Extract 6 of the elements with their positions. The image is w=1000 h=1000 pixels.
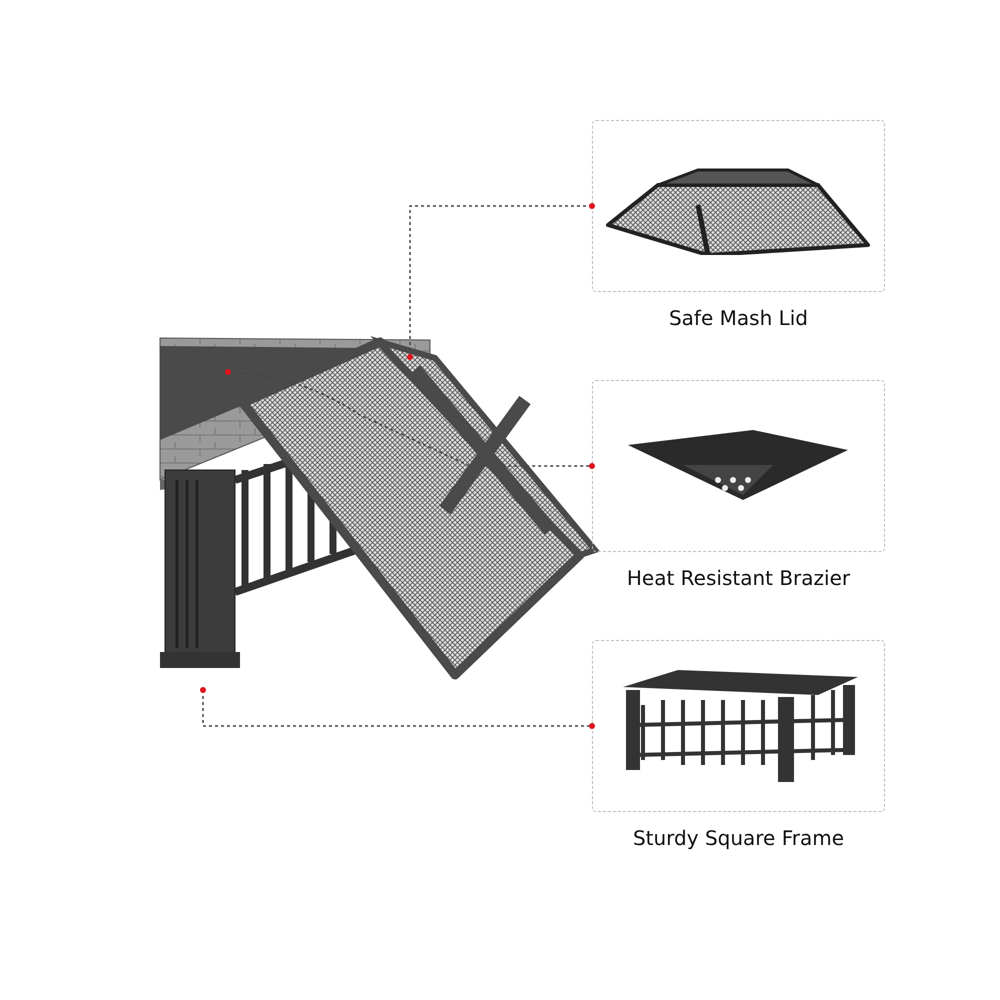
leader-line bbox=[407, 203, 595, 360]
leader-line bbox=[200, 687, 595, 729]
leader-line bbox=[225, 369, 595, 469]
part-caption: Safe Mash Lid bbox=[668, 306, 809, 330]
part-caption: Sturdy Square Frame bbox=[632, 826, 846, 850]
part-caption: Heat Resistant Brazier bbox=[626, 566, 852, 590]
